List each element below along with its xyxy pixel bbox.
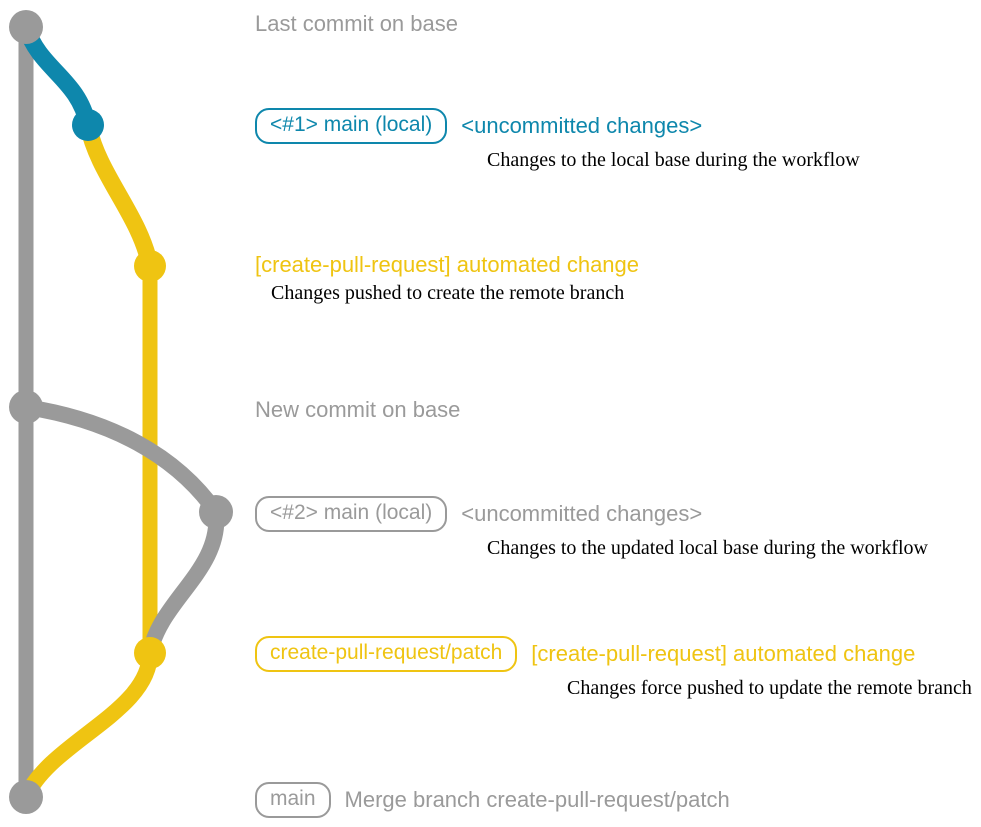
ref-badge-merge-commit[interactable]: main [255, 782, 331, 818]
commit-subject-patch-2: [create-pull-request] automated change [531, 640, 916, 666]
annotation-row-local-1: <#1> main (local) <uncommitted changes> Ch… [255, 108, 860, 172]
commit-head-local-2: <#2> main (local) <uncommitted changes> [255, 496, 702, 532]
commit-node-local-2 [199, 495, 233, 529]
heading-new-commit-on-base: New commit on base [255, 397, 461, 422]
commit-note-local-1: Changes to the local base during the wor… [487, 148, 860, 171]
commit-node-base-head [9, 10, 43, 44]
commit-head-patch-1: [create-pull-request] automated change [255, 252, 640, 277]
ref-badge-local-1[interactable]: <#1> main (local) [255, 108, 448, 144]
heading-last-commit-on-base: Last commit on base [255, 11, 458, 36]
ref-badge-patch-2[interactable]: create-pull-request/patch [255, 636, 518, 672]
commit-node-patch-1 [134, 250, 166, 282]
edge-basenew-to-local2 [18, 399, 224, 520]
edge-local1-to-patch1 [79, 116, 159, 275]
commit-head-local-1: <#1> main (local) <uncommitted changes> [255, 108, 702, 144]
ref-badge-local-2[interactable]: <#2> main (local) [255, 496, 448, 532]
annotation-row-new-commit-on-base: New commit on base [255, 397, 461, 422]
commit-node-base-new [9, 390, 43, 424]
edge-local2-to-patch2 [142, 504, 225, 661]
commit-subject-local-2: <uncommitted changes> [461, 500, 703, 526]
annotation-row-local-2: <#2> main (local) <uncommitted changes> Ch… [255, 496, 928, 560]
commit-note-patch-1: Changes pushed to create the remote bran… [271, 282, 625, 305]
commit-note-local-2: Changes to the updated local base during… [487, 536, 928, 559]
edge-patch2-to-merge [18, 645, 158, 805]
commit-node-patch-2 [134, 637, 166, 669]
commit-head-merge-commit: main Merge branch create-pull-request/pat… [255, 782, 730, 818]
annotation-row-last-commit-on-base: Last commit on base [255, 11, 458, 36]
commit-subject-patch-1: [create-pull-request] automated change [255, 252, 640, 277]
annotation-row-patch-2: create-pull-request/patch [create-pull-re… [255, 636, 972, 700]
annotation-row-merge-commit: main Merge branch create-pull-request/pat… [255, 782, 730, 818]
commit-head-patch-2: create-pull-request/patch [create-pull-re… [255, 636, 915, 672]
commit-subject-merge-commit: Merge branch create-pull-request/patch [344, 786, 730, 812]
commit-node-merge [9, 780, 43, 814]
commit-note-patch-2: Changes force pushed to update the remot… [567, 676, 972, 699]
commit-subject-local-1: <uncommitted changes> [461, 112, 703, 138]
commit-node-local-1 [72, 109, 104, 141]
